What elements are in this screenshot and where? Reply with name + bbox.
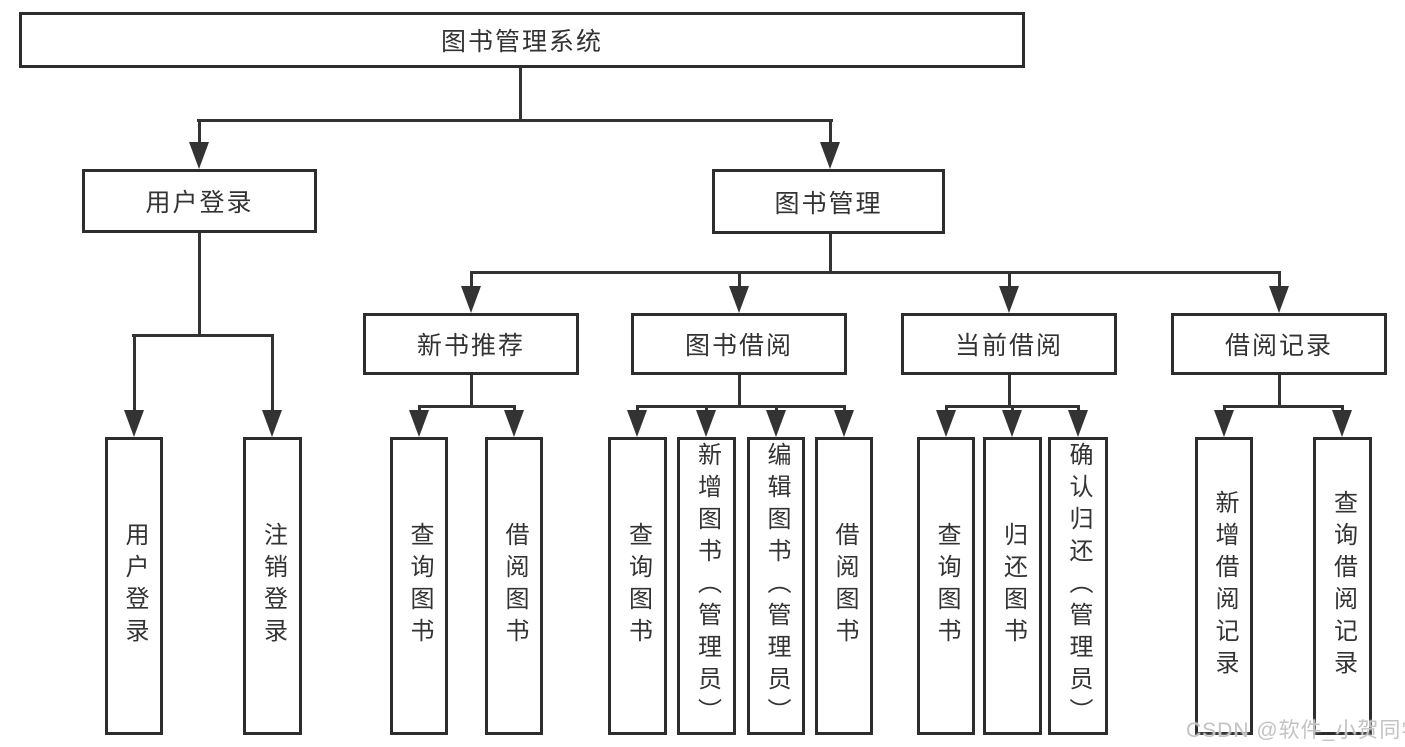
connector-borrow-bar xyxy=(636,405,846,408)
connector-level3-shaft xyxy=(1008,271,1011,289)
arrow-down-icon xyxy=(461,286,481,313)
arrow-down-icon xyxy=(1332,410,1352,437)
arrow-down-icon xyxy=(627,410,647,437)
arrow-down-icon xyxy=(262,410,282,437)
leaf-return-books: 归还图书 xyxy=(983,437,1042,735)
arrow-down-icon xyxy=(1068,410,1088,437)
connector-leaf-shaft xyxy=(843,405,846,413)
arrow-down-icon xyxy=(999,286,1019,313)
connector-root-bar xyxy=(197,119,833,122)
connector-leaf-shaft xyxy=(705,405,708,413)
leaf-edit-books-admin: 编辑图书（管理员） xyxy=(747,437,805,735)
leaf-query-books-recommend: 查询图书 xyxy=(390,437,448,735)
connector-leaf-shaft xyxy=(1077,405,1080,413)
arrow-down-icon xyxy=(1214,410,1234,437)
arrow-down-icon xyxy=(504,410,524,437)
connector-borrow-stem xyxy=(738,375,741,408)
leaf-add-books-admin: 新增图书（管理员） xyxy=(677,437,736,735)
leaf-add-borrow-record: 新增借阅记录 xyxy=(1195,437,1253,735)
node-book-management: 图书管理 xyxy=(712,169,945,234)
connector-login-shaft xyxy=(133,334,136,412)
csdn-watermark: CSDN @软件_小贺同学 xyxy=(1186,719,1405,742)
connector-login-shaft xyxy=(271,334,274,412)
node-current-borrow: 当前借阅 xyxy=(901,313,1117,375)
node-user-login: 用户登录 xyxy=(82,169,317,233)
leaf-query-books-borrow: 查询图书 xyxy=(608,437,667,735)
connector-recommend-stem xyxy=(470,375,473,408)
connector-root-left-shaft xyxy=(198,119,201,145)
arrow-down-icon xyxy=(834,410,854,437)
leaf-confirm-return-admin: 确认归还（管理员） xyxy=(1048,437,1108,735)
connector-level3-shaft xyxy=(1278,271,1281,289)
connector-management-bar xyxy=(470,271,1281,274)
arrow-down-icon xyxy=(820,142,840,169)
node-new-book-recommend: 新书推荐 xyxy=(363,313,579,375)
arrow-down-icon xyxy=(409,410,429,437)
node-book-borrow: 图书借阅 xyxy=(631,313,847,375)
connector-login-stem xyxy=(198,233,201,337)
connector-leaf-shaft xyxy=(945,405,948,413)
leaf-query-books-current: 查询图书 xyxy=(917,437,975,735)
connector-leaf-shaft xyxy=(775,405,778,413)
connector-leaf-shaft xyxy=(418,405,421,413)
connector-root-right-shaft xyxy=(829,119,832,145)
arrow-down-icon xyxy=(1269,286,1289,313)
connector-login-bar xyxy=(132,334,274,337)
arrow-down-icon xyxy=(696,410,716,437)
connector-records-bar xyxy=(1223,405,1344,408)
leaf-query-borrow-record: 查询借阅记录 xyxy=(1313,437,1372,735)
node-borrow-records: 借阅记录 xyxy=(1171,313,1387,375)
connector-leaf-shaft xyxy=(1341,405,1344,413)
leaf-borrow-books: 借阅图书 xyxy=(815,437,873,735)
arrow-down-icon xyxy=(766,410,786,437)
connector-level3-shaft xyxy=(738,271,741,289)
connector-recommend-bar xyxy=(418,405,516,408)
connector-level3-shaft xyxy=(470,271,473,289)
connector-leaf-shaft xyxy=(636,405,639,413)
node-library-system: 图书管理系统 xyxy=(19,12,1025,68)
arrow-down-icon xyxy=(1002,410,1022,437)
leaf-logout: 注销登录 xyxy=(243,437,302,735)
connector-leaf-shaft xyxy=(1223,405,1226,413)
connector-root-stem xyxy=(519,68,522,122)
connector-records-stem xyxy=(1278,375,1281,408)
arrow-down-icon xyxy=(124,410,144,437)
arrow-down-icon xyxy=(936,410,956,437)
leaf-user-login: 用户登录 xyxy=(105,437,163,735)
arrow-down-icon xyxy=(189,142,209,169)
connector-leaf-shaft xyxy=(1011,405,1014,413)
connector-leaf-shaft xyxy=(513,405,516,413)
connector-management-stem xyxy=(829,234,832,274)
leaf-borrow-books-recommend: 借阅图书 xyxy=(485,437,543,735)
arrow-down-icon xyxy=(729,286,749,313)
connector-current-stem xyxy=(1008,375,1011,408)
